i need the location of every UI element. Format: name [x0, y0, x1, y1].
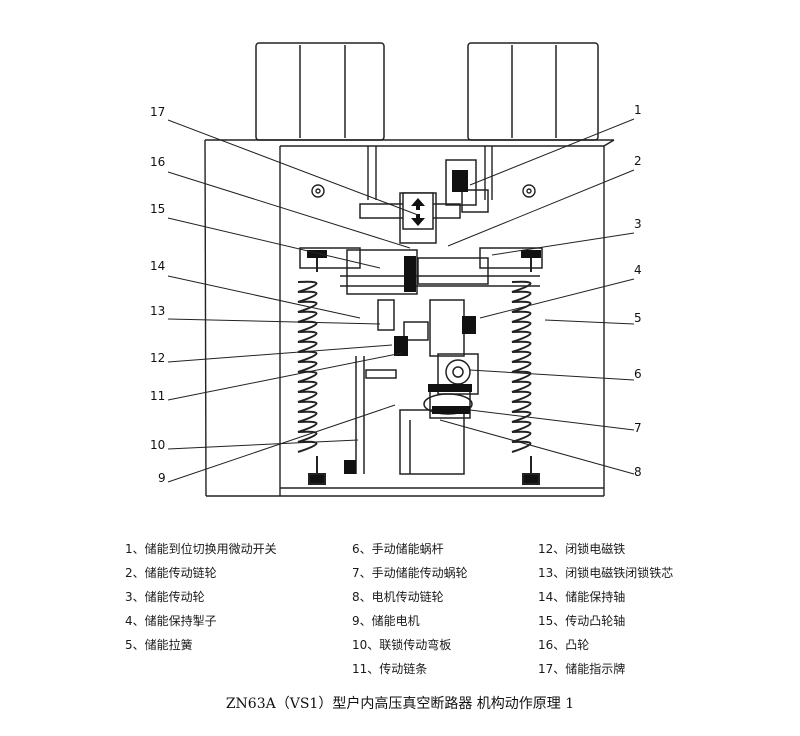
spring-left	[297, 250, 326, 485]
callout-numbers: 1 2 3 4 5 6 7 8 9 10 11 12 13 14 15 16 1…	[150, 103, 642, 485]
upper-insulator-right	[467, 42, 599, 141]
callout-14: 14	[150, 259, 165, 273]
callout-16: 16	[150, 155, 165, 169]
housing-frame	[204, 139, 615, 497]
legend-item-9: 9、储能电机	[352, 614, 420, 628]
legend-item-1: 1、储能到位切换用微动开关	[125, 542, 277, 556]
legend-item-6: 6、手动储能蜗杆	[352, 542, 444, 556]
legend-item-12: 12、闭锁电磁铁	[538, 542, 626, 556]
callout-6: 6	[634, 367, 642, 381]
figure-caption: ZN63A（VS1）型户内高压真空断路器 机构动作原理 1	[225, 696, 575, 712]
callout-5: 5	[634, 311, 642, 325]
callout-4: 4	[634, 263, 642, 277]
callout-12: 12	[150, 351, 165, 365]
bolt-holes	[311, 184, 536, 198]
callout-8: 8	[634, 465, 642, 479]
legend-item-13: 13、闭锁电磁铁闭锁铁芯	[538, 566, 674, 580]
callout-15: 15	[150, 202, 165, 216]
legend-item-14: 14、储能保持轴	[538, 590, 626, 604]
callout-2: 2	[634, 154, 642, 168]
legend-item-11: 11、传动链条	[352, 662, 428, 676]
callout-1: 1	[634, 103, 642, 117]
dark-components	[394, 170, 476, 414]
callout-10: 10	[150, 438, 165, 452]
legend-item-8: 8、电机传动链轮	[352, 590, 444, 604]
leader-lines	[167, 118, 635, 483]
callout-7: 7	[634, 421, 642, 435]
legend-item-5: 5、储能拉簧	[125, 638, 193, 652]
callout-9: 9	[158, 471, 166, 485]
spring-hooks	[307, 250, 541, 474]
legend-item-16: 16、凸轮	[538, 638, 590, 652]
mechanism-diagram: 1 2 3 4 5 6 7 8 9 10 11 12 13 14 15 16 1…	[150, 42, 642, 497]
callout-13: 13	[150, 304, 165, 318]
upper-insulator-left	[255, 42, 385, 141]
legend-item-3: 3、储能传动轮	[125, 590, 205, 604]
callout-17: 17	[150, 105, 165, 119]
callout-11: 11	[150, 389, 165, 403]
legend-item-4: 4、储能保持掣子	[125, 614, 217, 628]
spring-right	[511, 250, 540, 485]
legend-item-7: 7、手动储能传动蜗轮	[352, 566, 468, 580]
legend-item-15: 15、传动凸轮轴	[538, 614, 626, 628]
legend-item-2: 2、储能传动链轮	[125, 566, 217, 580]
legend-item-17: 17、储能指示牌	[538, 662, 626, 676]
callout-3: 3	[634, 217, 642, 231]
legend-item-10: 10、联锁传动弯板	[352, 638, 452, 652]
